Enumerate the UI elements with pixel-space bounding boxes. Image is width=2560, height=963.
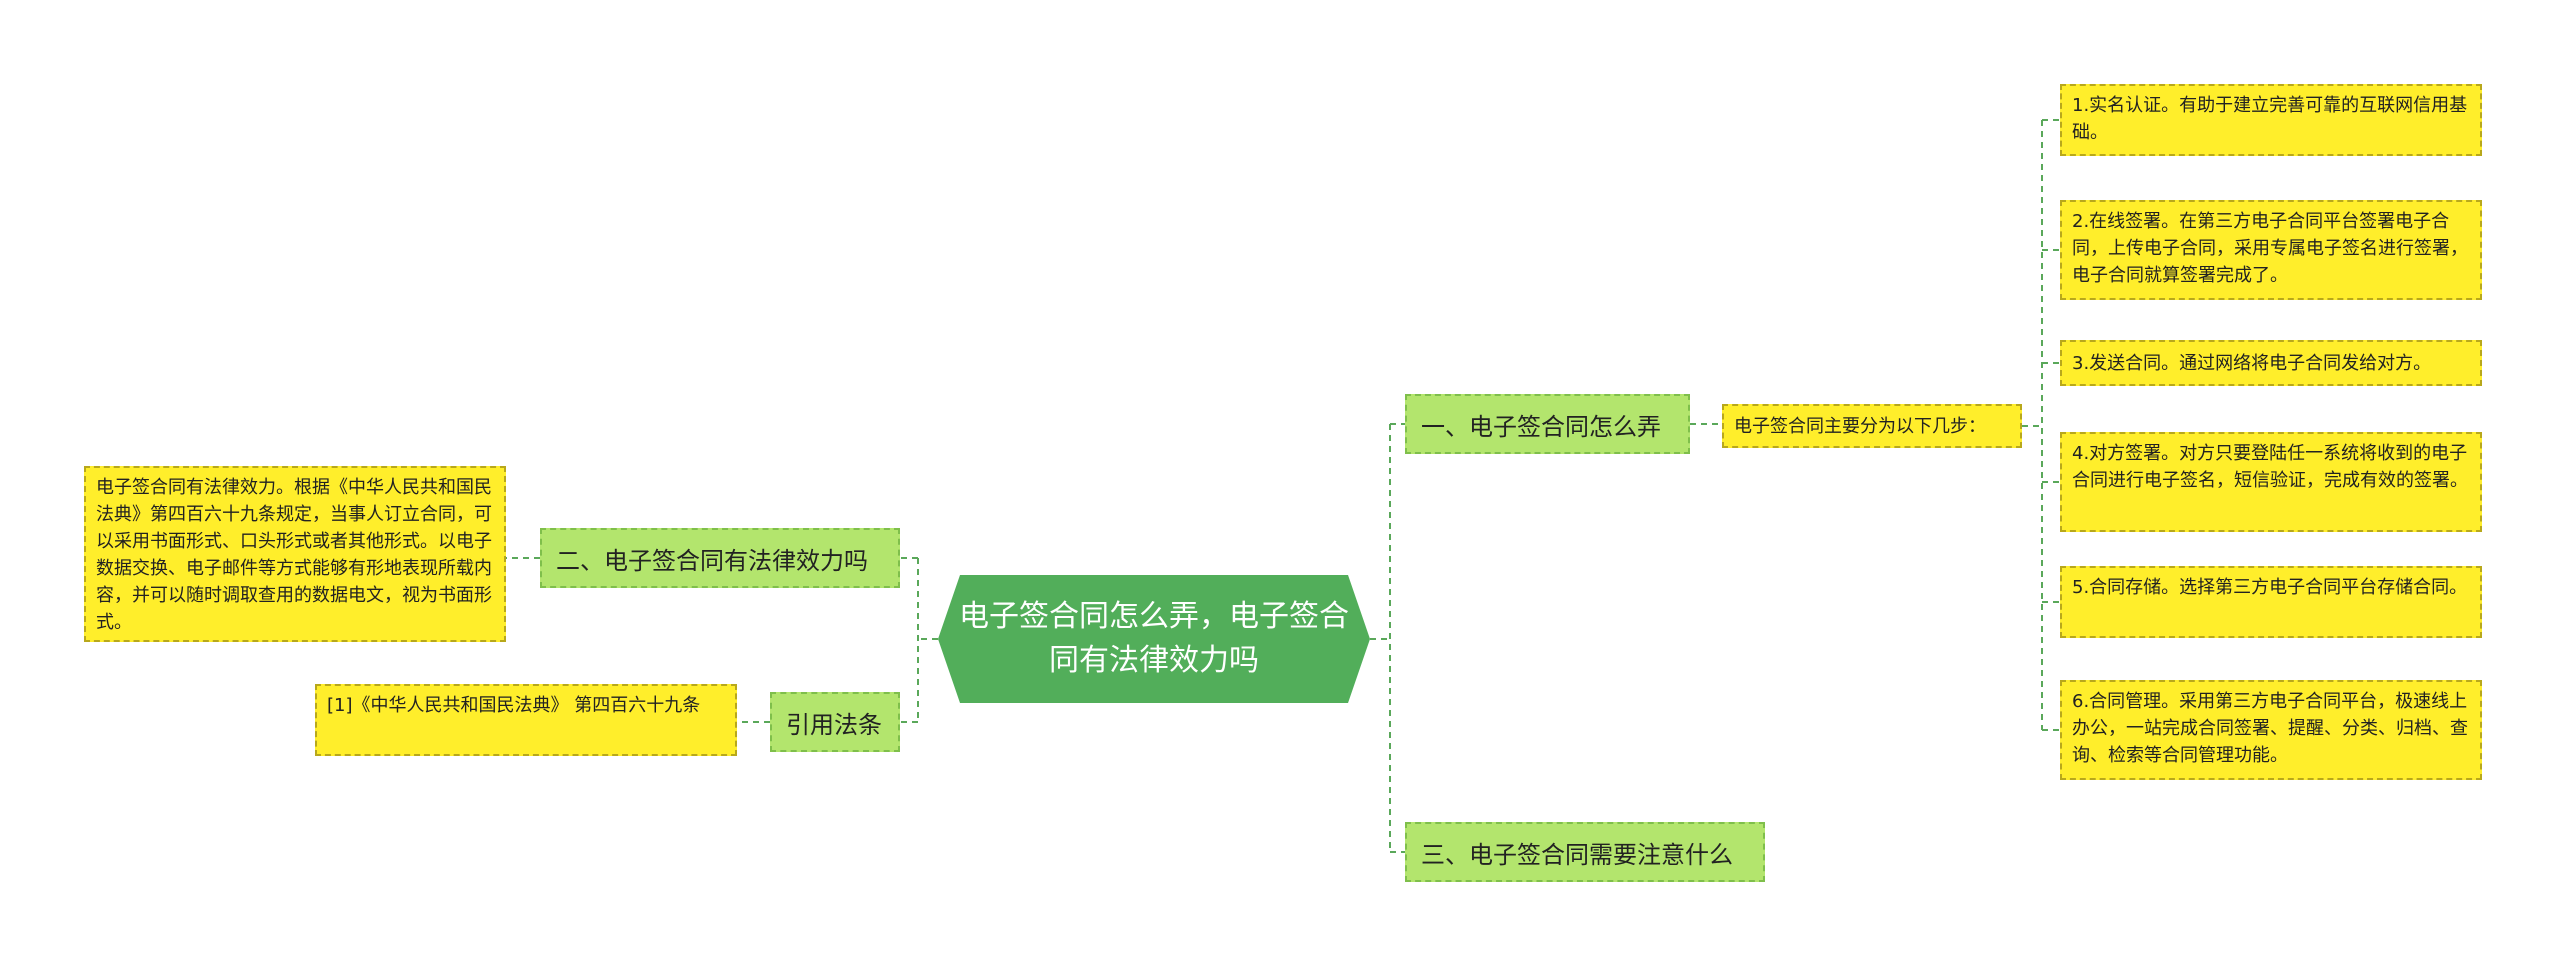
branch-precautions-label: 三、电子签合同需要注意什么	[1421, 840, 1733, 869]
legal-validity-detail-text: 电子签合同有法律效力。根据《中华人民共和国民法典》第四百六十九条规定，当事人订立…	[96, 477, 492, 633]
step-item-1[interactable]: 1.实名认证。有助于建立完善可靠的互联网信用基础。	[2060, 84, 2482, 156]
step-item-6[interactable]: 6.合同管理。采用第三方电子合同平台，极速线上办公，一站完成合同签署、提醒、分类…	[2060, 680, 2482, 780]
steps-summary[interactable]: 电子签合同主要分为以下几步：	[1722, 404, 2022, 448]
steps-summary-label: 电子签合同主要分为以下几步：	[1734, 415, 1986, 437]
branch-precautions[interactable]: 三、电子签合同需要注意什么	[1405, 822, 1765, 882]
step-item-5[interactable]: 5.合同存储。选择第三方电子合同平台存储合同。	[2060, 566, 2482, 638]
step-item-4[interactable]: 4.对方签署。对方只要登陆任一系统将收到的电子合同进行电子签名，短信验证，完成有…	[2060, 432, 2482, 532]
cited-law-detail[interactable]: [1]《中华人民共和国民法典》 第四百六十九条	[315, 684, 737, 756]
branch-cited-law-label: 引用法条	[786, 710, 882, 739]
step-item-4-text: 4.对方签署。对方只要登陆任一系统将收到的电子合同进行电子签名，短信验证，完成有…	[2072, 443, 2468, 491]
branch-cited-law[interactable]: 引用法条	[770, 692, 900, 752]
branch-legal-validity-label: 二、电子签合同有法律效力吗	[556, 546, 868, 575]
root-topic[interactable]: 电子签合同怎么弄，电子签合同有法律效力吗	[938, 575, 1370, 703]
step-item-1-text: 1.实名认证。有助于建立完善可靠的互联网信用基础。	[2072, 95, 2468, 143]
step-item-3[interactable]: 3.发送合同。通过网络将电子合同发给对方。	[2060, 340, 2482, 386]
branch-how-to-sign[interactable]: 一、电子签合同怎么弄	[1405, 394, 1690, 454]
branch-how-to-sign-label: 一、电子签合同怎么弄	[1421, 412, 1661, 441]
root-topic-text: 电子签合同怎么弄，电子签合同有法律效力吗	[959, 599, 1349, 678]
cited-law-detail-text: [1]《中华人民共和国民法典》 第四百六十九条	[327, 695, 701, 716]
step-item-2[interactable]: 2.在线签署。在第三方电子合同平台签署电子合同，上传电子合同，采用专属电子签名进…	[2060, 200, 2482, 300]
step-item-2-text: 2.在线签署。在第三方电子合同平台签署电子合同，上传电子合同，采用专属电子签名进…	[2072, 211, 2468, 286]
step-item-6-text: 6.合同管理。采用第三方电子合同平台，极速线上办公，一站完成合同签署、提醒、分类…	[2072, 691, 2468, 766]
step-item-5-text: 5.合同存储。选择第三方电子合同平台存储合同。	[2072, 577, 2468, 598]
branch-legal-validity[interactable]: 二、电子签合同有法律效力吗	[540, 528, 900, 588]
step-item-3-text: 3.发送合同。通过网络将电子合同发给对方。	[2072, 352, 2432, 374]
legal-validity-detail[interactable]: 电子签合同有法律效力。根据《中华人民共和国民法典》第四百六十九条规定，当事人订立…	[84, 466, 506, 642]
